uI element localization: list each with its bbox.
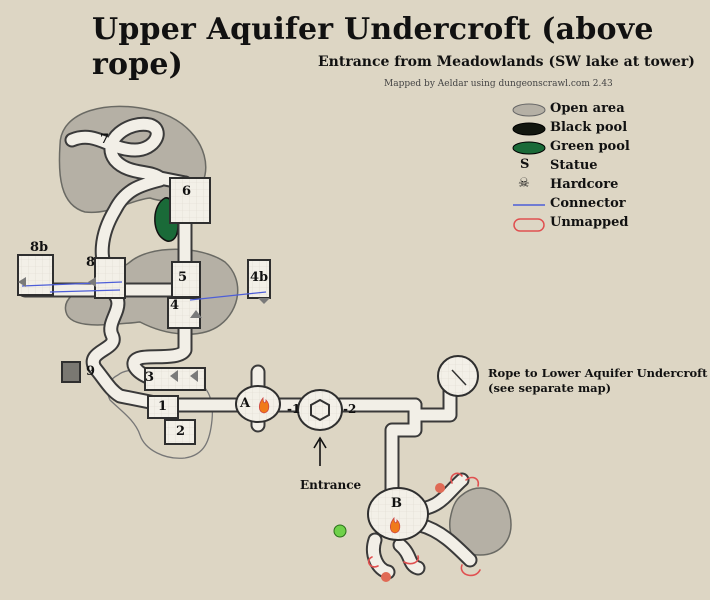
map-subtitle: Entrance from Meadowlands (SW lake at to… (318, 54, 695, 70)
room-label-2: 2 (176, 424, 186, 439)
room-label-3: 3 (145, 370, 155, 385)
rope-note: Rope to Lower Aquifer Undercroft (see se… (488, 366, 707, 396)
entrance-arrow (313, 436, 327, 466)
room-b (367, 487, 429, 541)
rope-note-line1: Rope to Lower Aquifer Undercroft (488, 366, 708, 380)
stair-markers (18, 277, 270, 382)
room-6 (169, 177, 211, 224)
open-area-b (449, 487, 512, 556)
room-hex (297, 389, 343, 431)
room-2 (164, 419, 196, 445)
black-pool-swatch (512, 122, 546, 136)
room-label-8b: 8b (30, 240, 49, 255)
room-label-6: 6 (182, 184, 192, 199)
map-title: Upper Aquifer Undercroft (above rope) (92, 12, 654, 82)
legend-label: Statue (550, 158, 598, 173)
legend-label: Hardcore (550, 177, 619, 192)
connectors (21, 281, 267, 301)
statue-hex (310, 398, 330, 422)
marker-label-2: -2 (343, 402, 357, 416)
room-label-8: 8 (86, 255, 96, 270)
unmapped-swatch (513, 218, 545, 232)
room-8b (17, 254, 54, 296)
rooms (17, 177, 479, 541)
room-9 (61, 361, 81, 383)
room-label-7: 7 (100, 132, 110, 147)
room-label-a: A (240, 396, 251, 411)
legend-label: Black pool (550, 120, 628, 135)
room-label-5: 5 (178, 270, 188, 285)
legend-label: Green pool (550, 139, 630, 154)
room-label-b: B (391, 496, 402, 511)
statue-icon: S (520, 157, 530, 172)
room-label-4b: 4b (250, 270, 269, 285)
legend-label: Connector (550, 196, 626, 211)
connector-swatch (513, 204, 545, 206)
room-a (235, 385, 281, 423)
room-1 (147, 395, 179, 419)
rope-note-line2: (see separate map) (488, 381, 612, 395)
monster-icons (333, 483, 445, 582)
map-credit: Mapped by Aeldar using dungeonscrawl.com… (384, 79, 613, 89)
legend-label: Unmapped (550, 215, 629, 230)
rope-line (451, 369, 467, 386)
skull-icon: ☠ (518, 176, 530, 191)
room-label-9: 9 (86, 364, 96, 379)
fire-icons (258, 396, 401, 534)
legend-label: Open area (550, 101, 625, 116)
entrance-label: Entrance (300, 478, 362, 492)
marker-label-1: -1 (287, 402, 301, 416)
unmapped-markers (367, 472, 481, 577)
green-pool-swatch (512, 141, 546, 155)
room-label-1: 1 (158, 399, 168, 414)
open-area-swatch (512, 103, 546, 117)
room-8 (94, 257, 126, 299)
room-label-4: 4 (170, 298, 180, 313)
